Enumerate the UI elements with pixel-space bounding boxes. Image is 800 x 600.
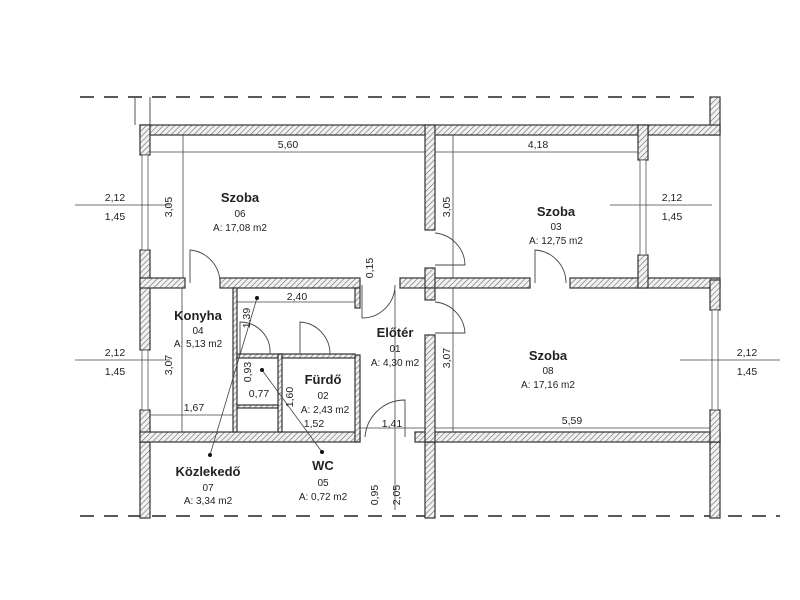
room-04-label: Konyha 04 A: 5,13 m2 [174, 308, 223, 350]
dim-door-height-1: 0,95 [369, 485, 381, 506]
dim-room03-width: 4,18 [528, 139, 549, 151]
room-area: A: 0,72 m2 [299, 492, 348, 503]
room-number: 02 [317, 391, 329, 402]
dim-entry-height: 0,15 [364, 258, 376, 279]
dim-entry-width: 1,41 [382, 418, 403, 430]
room-number: 06 [234, 209, 246, 220]
window-4-bottom: 1,45 [737, 366, 758, 378]
room-08-label: Szoba 08 A: 17,16 m2 [521, 348, 575, 391]
window-3-top: 2,12 [662, 192, 683, 204]
dim-kitchen-height: 3,07 [163, 355, 175, 376]
dim-door-height-2: 2,05 [391, 485, 403, 506]
room-area: A: 3,34 m2 [184, 496, 233, 507]
dim-room03-height: 3,05 [441, 197, 453, 218]
window-1-bottom: 1,45 [105, 211, 126, 223]
room-number: 07 [202, 483, 214, 494]
room-number: 01 [389, 344, 401, 355]
dim-room06-width: 5,60 [278, 139, 299, 151]
dim-hall-width: 2,40 [287, 291, 308, 303]
window-3-bottom: 1,45 [662, 211, 683, 223]
room-name: Szoba [537, 204, 576, 219]
walls [139, 124, 721, 443]
room-03-label: Szoba 03 A: 12,75 m2 [529, 204, 583, 247]
dim-bath-width: 1,52 [304, 418, 325, 430]
room-name: Előtér [377, 325, 414, 340]
room-number: 05 [317, 478, 329, 489]
room-area: A: 5,13 m2 [174, 339, 223, 350]
dim-wc-height: 0,93 [242, 362, 254, 383]
window-1-top: 2,12 [105, 192, 126, 204]
dim-hall-height: 1,39 [241, 308, 253, 329]
room-02-label: Fürdő 02 A: 2,43 m2 [301, 372, 350, 416]
room-number: 04 [192, 326, 204, 337]
room-name: Szoba [529, 348, 568, 363]
window-4-top: 2,12 [737, 347, 758, 359]
room-07-label: Közlekedő 07 A: 3,34 m2 [175, 464, 240, 507]
window-2-top: 2,12 [105, 347, 126, 359]
dim-bath-height: 1,60 [284, 387, 296, 408]
room-name: Közlekedő [175, 464, 240, 479]
dimension-lines [75, 135, 780, 510]
dim-room06-height: 3,05 [163, 197, 175, 218]
dim-wc-width: 0,77 [249, 388, 270, 400]
dim-room08-width: 5,59 [562, 415, 583, 427]
room-name: Fürdő [305, 372, 342, 387]
room-06-label: Szoba 06 A: 17,08 m2 [213, 190, 267, 234]
dim-room08-height: 3,07 [441, 348, 453, 369]
room-area: A: 17,16 m2 [521, 380, 575, 391]
room-area: A: 2,43 m2 [301, 405, 350, 416]
room-number: 08 [542, 366, 554, 377]
room-number: 03 [550, 222, 562, 233]
window-2-bottom: 1,45 [105, 366, 126, 378]
doors [189, 232, 567, 438]
room-area: A: 4,30 m2 [371, 358, 420, 369]
room-area: A: 17,08 m2 [213, 223, 267, 234]
room-05-label: WC 05 A: 0,72 m2 [299, 458, 348, 503]
room-area: A: 12,75 m2 [529, 236, 583, 247]
room-name: Konyha [174, 308, 222, 323]
room-name: WC [312, 458, 334, 473]
dim-kitchen-width: 1,67 [184, 402, 205, 414]
room-01-label: Előtér 01 A: 4,30 m2 [371, 325, 420, 369]
room-name: Szoba [221, 190, 260, 205]
dimension-labels: 5,60 3,05 4,18 3,05 2,40 1,39 0,93 0,77 … [105, 139, 758, 505]
